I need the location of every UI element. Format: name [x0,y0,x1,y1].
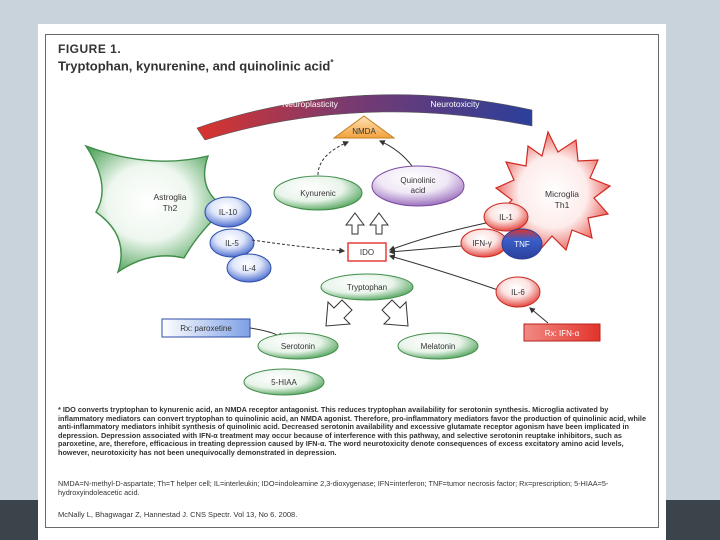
microglia-label-1: Microglia [545,189,579,199]
il6-to-ido-arrow [388,254,499,291]
il5-node [209,228,255,258]
il10-inhibits-ido-line [251,239,346,254]
serotonin-label: Serotonin [281,342,315,351]
astroglia-label-1: Astroglia [153,192,186,202]
citation: McNally L, Bhagwagar Z, Hannestad J. CNS… [58,510,298,519]
il1-node [483,202,529,232]
ido-label: IDO [360,248,374,257]
quinolinic-label-2: acid [411,186,426,195]
tnf-label: TNF [514,240,530,249]
ifn-gamma-label: IFN-γ [472,239,492,248]
neurotoxicity-label: Neurotoxicity [430,99,480,109]
rx-ifn-box [523,323,601,342]
il10-label: IL-10 [219,208,238,217]
il4-label: IL-4 [242,264,256,273]
abbreviations: NMDA=N-methyl-D-aspartate; Th=T helper c… [58,479,609,497]
ido-to-kynurenic-hollow-arrow [345,212,365,235]
kynurenic-label: Kynurenic [300,189,336,198]
il10-node [204,196,252,228]
figure-label: FIGURE 1. [58,42,122,56]
ido-box [347,242,387,262]
il5-label: IL-5 [225,239,239,248]
rx-paroxetine-label: Rx: paroxetine [180,324,232,333]
kynurenic-to-nmda-arrow [317,141,350,176]
plasticity-toxicity-arc [196,94,533,141]
ido-to-quinolinic-hollow-arrow [369,212,389,235]
neuroplasticity-label: Neuroplasticity [282,99,338,109]
kynurenic-node [273,175,363,211]
quinolinic-node [371,165,465,207]
tnf-node [501,228,543,260]
figure-title-mark: * [330,58,334,67]
tryptophan-to-serotonin-hollow-arrow [325,299,353,327]
microglia-label-2: Th1 [555,200,570,210]
rx-ifn-label: Rx: IFN-α [545,329,580,338]
nmda-label: NMDA [352,127,376,136]
tryptophan-node [320,273,414,301]
tryptophan-to-melatonin-hollow-arrow [381,299,409,327]
quinolinic-label-1: Quinolinic [400,176,435,185]
melatonin-label: Melatonin [421,342,456,351]
figure-frame [45,34,659,528]
figure-title: Tryptophan, kynurenine, and quinolinic a… [58,58,333,73]
il6-node [495,276,541,308]
astroglia-label-2: Th2 [163,203,178,213]
melatonin-node [397,332,479,360]
tryptophan-label: Tryptophan [347,283,387,292]
hiaa-label: 5-HIAA [271,378,297,387]
hiaa-node [243,368,325,396]
figure-footnote: * IDO converts tryptophan to kynurenic a… [58,405,647,457]
il1-to-ido-arrow [388,222,487,252]
serotonin-node [257,332,339,360]
figure-title-text: Tryptophan, kynurenine, and quinolinic a… [58,58,331,74]
astroglia-star [84,144,228,274]
il6-label: IL-6 [511,288,525,297]
nmda-triangle [332,115,396,139]
ifn-gamma-to-ido-arrow [388,245,462,255]
il1-label: IL-1 [499,213,513,222]
quinolinic-to-nmda-arrow [378,140,413,167]
il4-node [226,253,272,283]
rx-ifn-to-il6-arrow [529,307,549,324]
